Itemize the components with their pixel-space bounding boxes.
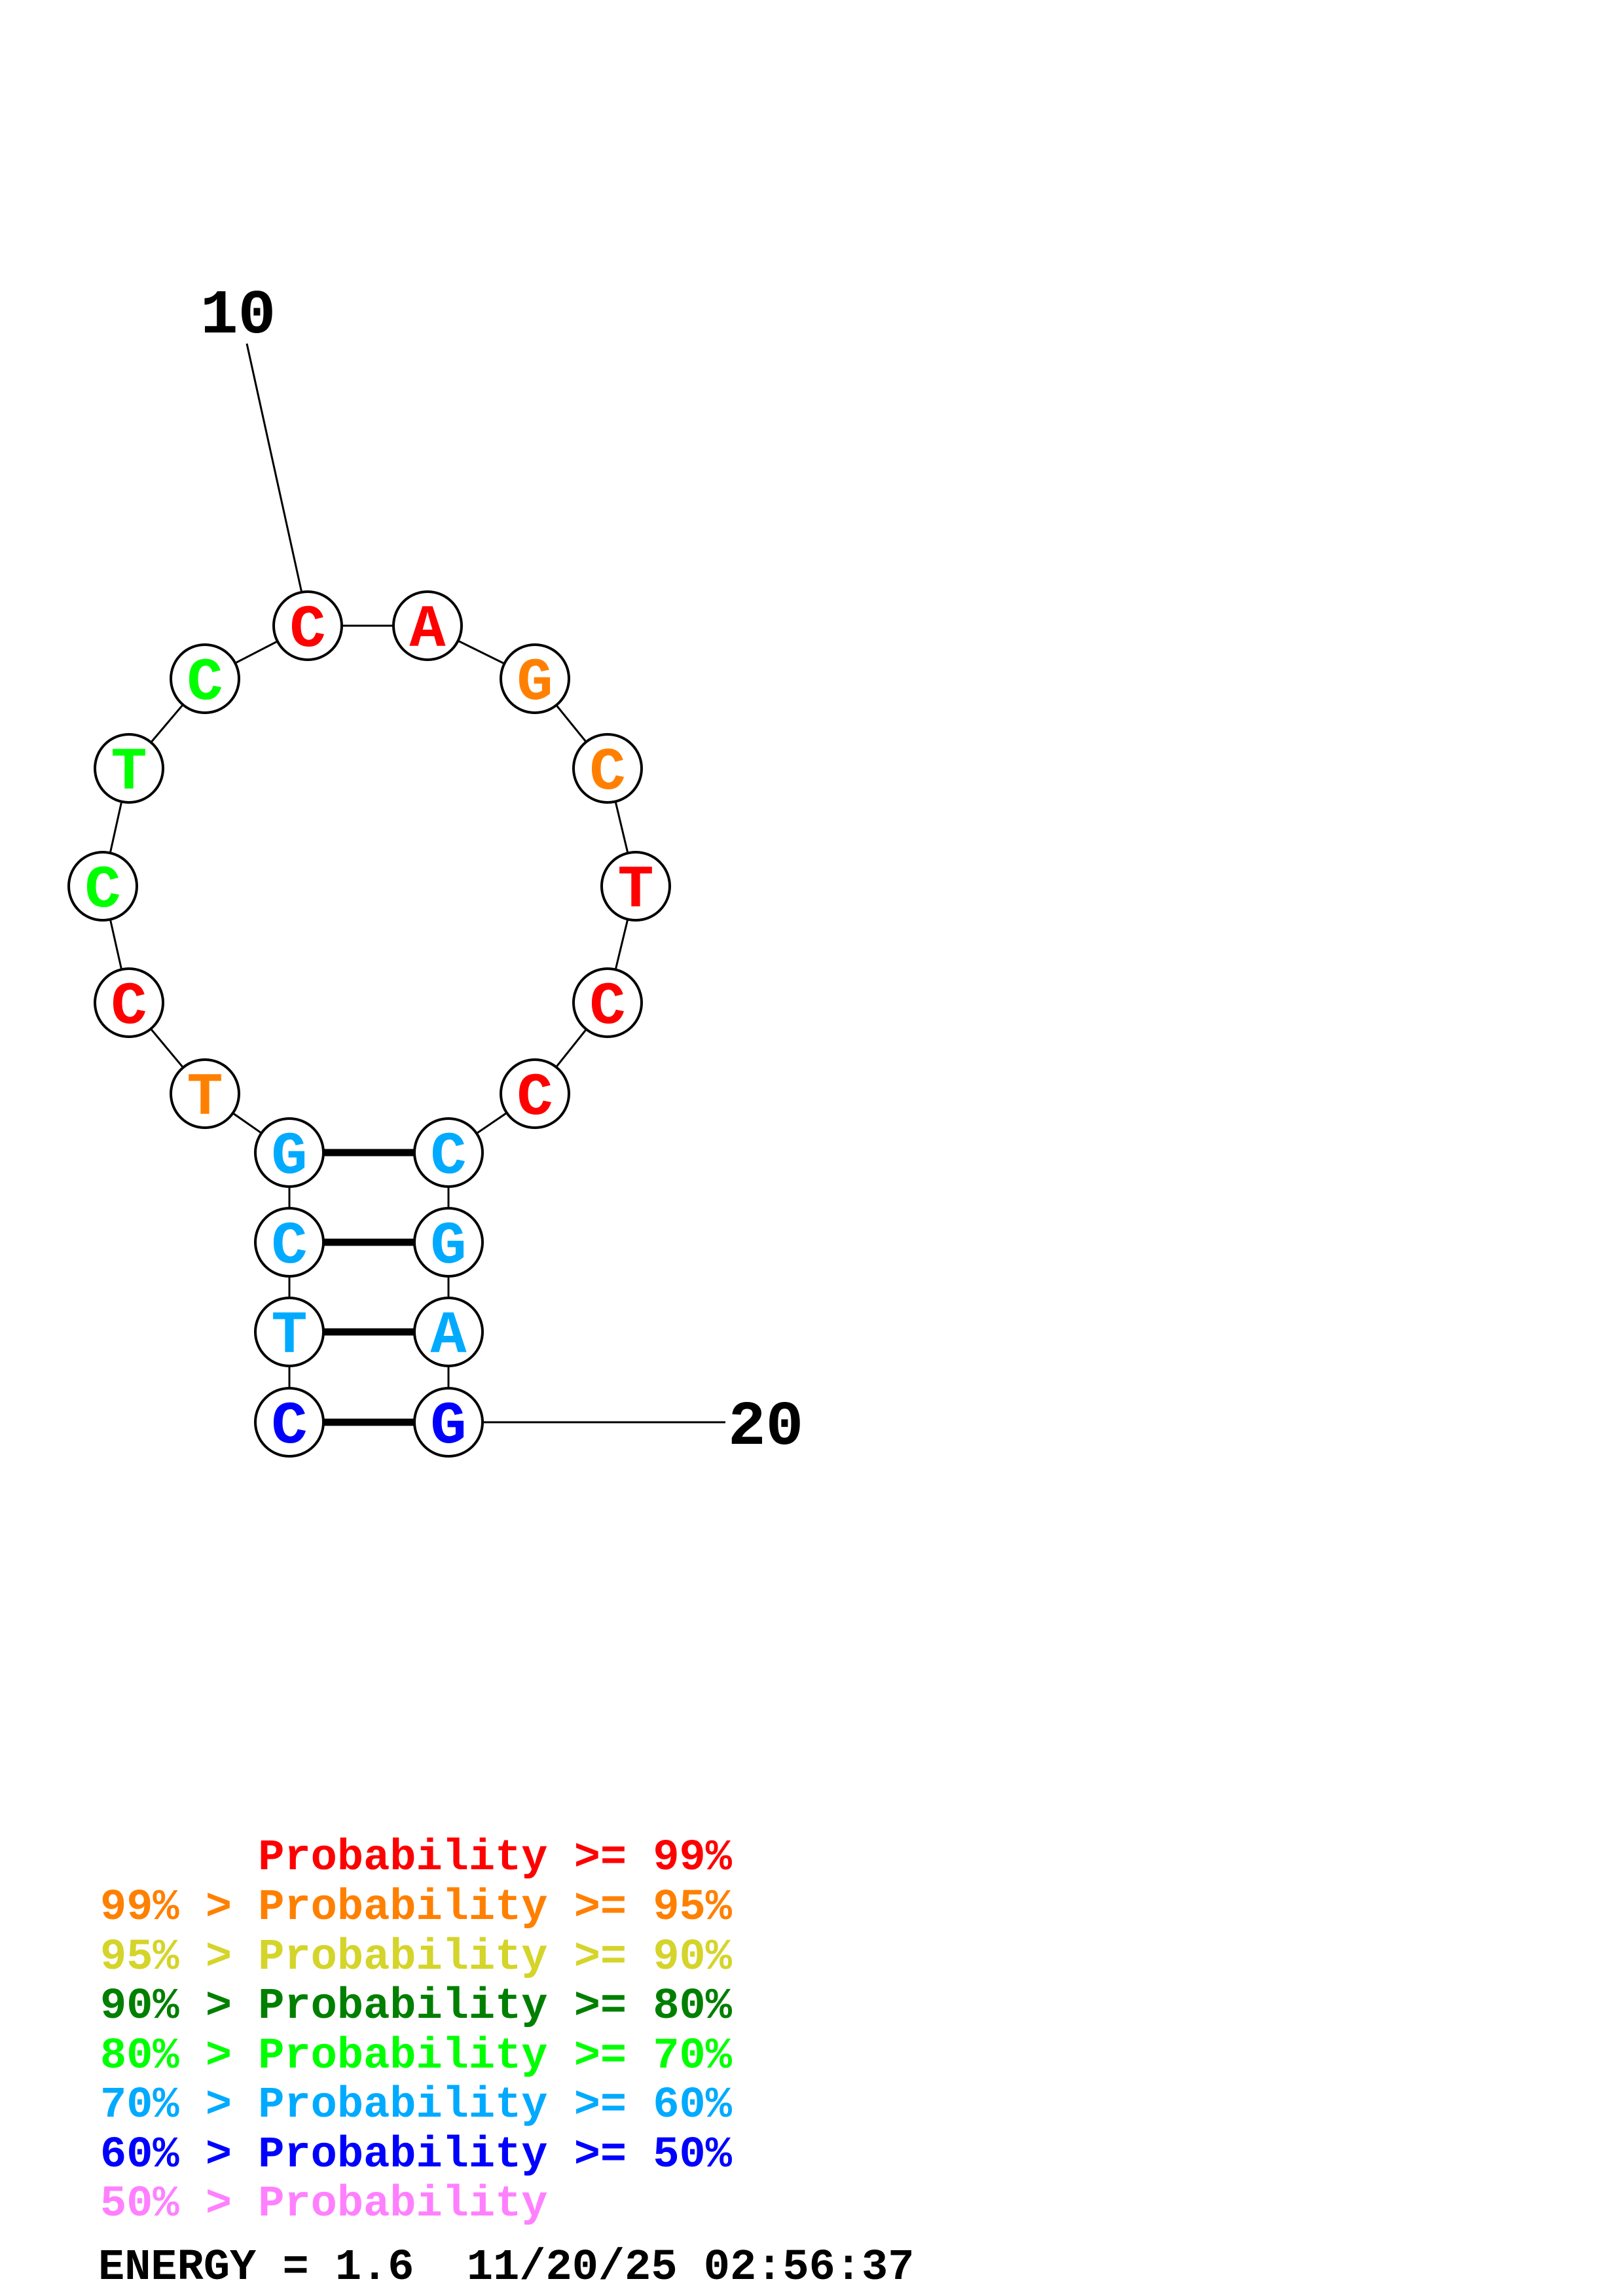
base-pair-bonds bbox=[289, 1149, 448, 1426]
nucleotide-letter: T bbox=[187, 1064, 223, 1132]
legend-line-70-60: 70% > Probability >= 60% bbox=[100, 2081, 733, 2130]
nucleotide-letter: C bbox=[271, 1392, 307, 1461]
nucleotide-circle bbox=[500, 1058, 570, 1129]
nucleotide-circle bbox=[600, 851, 671, 922]
position-10-label: 10 bbox=[200, 280, 276, 351]
nucleotide-3: C bbox=[254, 1207, 325, 1281]
nucleotide-letter: C bbox=[187, 649, 223, 717]
nucleotide-6: C bbox=[94, 967, 164, 1041]
nucleotide-circle bbox=[413, 1387, 484, 1458]
nucleotide-circle bbox=[170, 643, 240, 714]
nucleotide-letter: G bbox=[517, 649, 553, 717]
nucleotide-4: G bbox=[254, 1117, 325, 1191]
nucleotide-circle bbox=[572, 967, 643, 1038]
nucleotide-letter: C bbox=[517, 1064, 553, 1132]
nucleotide-circle bbox=[392, 590, 463, 661]
nucleotide-letter: A bbox=[430, 1302, 467, 1371]
nucleotide-letter: C bbox=[111, 973, 147, 1041]
position-20-label: 20 bbox=[728, 1391, 803, 1463]
nucleotide-circle bbox=[254, 1387, 325, 1458]
nucleotide-letter: C bbox=[271, 1212, 307, 1281]
probability-legend: Probability >= 99% 99% > Probability >= … bbox=[98, 1833, 914, 2293]
nucleotide-15: C bbox=[572, 967, 643, 1041]
legend-line-95-90: 95% > Probability >= 90% bbox=[100, 1933, 733, 1982]
nucleotide-circle bbox=[254, 1297, 325, 1367]
nucleotide-7: C bbox=[67, 851, 138, 925]
nucleotide-letter: A bbox=[409, 596, 446, 664]
nucleotide-letter: G bbox=[430, 1392, 466, 1461]
nucleotide-16: C bbox=[500, 1058, 570, 1132]
legend-line-99-95: 99% > Probability >= 95% bbox=[100, 1883, 733, 1933]
nucleotide-circle bbox=[413, 1207, 484, 1278]
nucleotide-letter: G bbox=[271, 1122, 307, 1191]
nucleotide-letter: T bbox=[271, 1302, 307, 1371]
nucleotide-letter: T bbox=[617, 856, 653, 925]
nucleotide-8: T bbox=[94, 733, 164, 807]
position-labels: 10 20 bbox=[200, 280, 803, 1463]
nucleotide-1: C bbox=[254, 1387, 325, 1461]
nucleotide-circle bbox=[500, 643, 570, 714]
nucleotide-letter: T bbox=[111, 738, 147, 807]
nucleotide-20: G bbox=[413, 1387, 484, 1461]
nucleotide-circle bbox=[94, 733, 164, 804]
nucleotide-circle bbox=[67, 851, 138, 922]
nucleotide-letter: C bbox=[84, 856, 120, 925]
nucleotide-17: C bbox=[413, 1117, 484, 1191]
legend-line-lt50: 50% > Probability bbox=[100, 2179, 548, 2229]
nucleotide-circle bbox=[170, 1058, 240, 1129]
legend-line-ge99: Probability >= 99% bbox=[100, 1833, 733, 1883]
backbone-lines bbox=[101, 624, 637, 1422]
nucleotide-10: C bbox=[272, 590, 343, 664]
nucleotide-letter: G bbox=[430, 1212, 466, 1281]
nucleotide-circle bbox=[94, 967, 164, 1038]
nucleotide-18: G bbox=[413, 1207, 484, 1281]
legend-line-60-50: 60% > Probability >= 50% bbox=[100, 2130, 733, 2180]
legend-line-90-80: 90% > Probability >= 80% bbox=[100, 1982, 733, 2032]
nucleotide-letter: C bbox=[289, 596, 325, 664]
nucleotide-circle bbox=[413, 1297, 484, 1367]
nucleotide-letter: C bbox=[589, 738, 625, 807]
energy-timestamp: ENERGY = 1.6 11/20/25 02:56:37 bbox=[98, 2243, 914, 2293]
legend-line-80-70: 80% > Probability >= 70% bbox=[100, 2032, 733, 2081]
nucleotide-5: T bbox=[170, 1058, 240, 1132]
nucleotide-circle bbox=[254, 1207, 325, 1278]
nucleotide-circle bbox=[413, 1117, 484, 1188]
nucleotide-9: C bbox=[170, 643, 240, 717]
nucleotide-2: T bbox=[254, 1297, 325, 1371]
nucleotide-circle bbox=[272, 590, 343, 661]
nucleotide-letter: C bbox=[589, 973, 625, 1041]
nucleotide-13: C bbox=[572, 733, 643, 807]
nucleotide-circle bbox=[254, 1117, 325, 1188]
nucleotide-11: A bbox=[392, 590, 463, 664]
nucleotide-14: T bbox=[600, 851, 671, 925]
position-10-leader-line bbox=[246, 343, 303, 594]
nucleotide-19: A bbox=[413, 1297, 484, 1371]
nucleotide-circle bbox=[572, 733, 643, 804]
nucleotide-letter: C bbox=[430, 1122, 466, 1191]
nucleotide-12: G bbox=[500, 643, 570, 717]
